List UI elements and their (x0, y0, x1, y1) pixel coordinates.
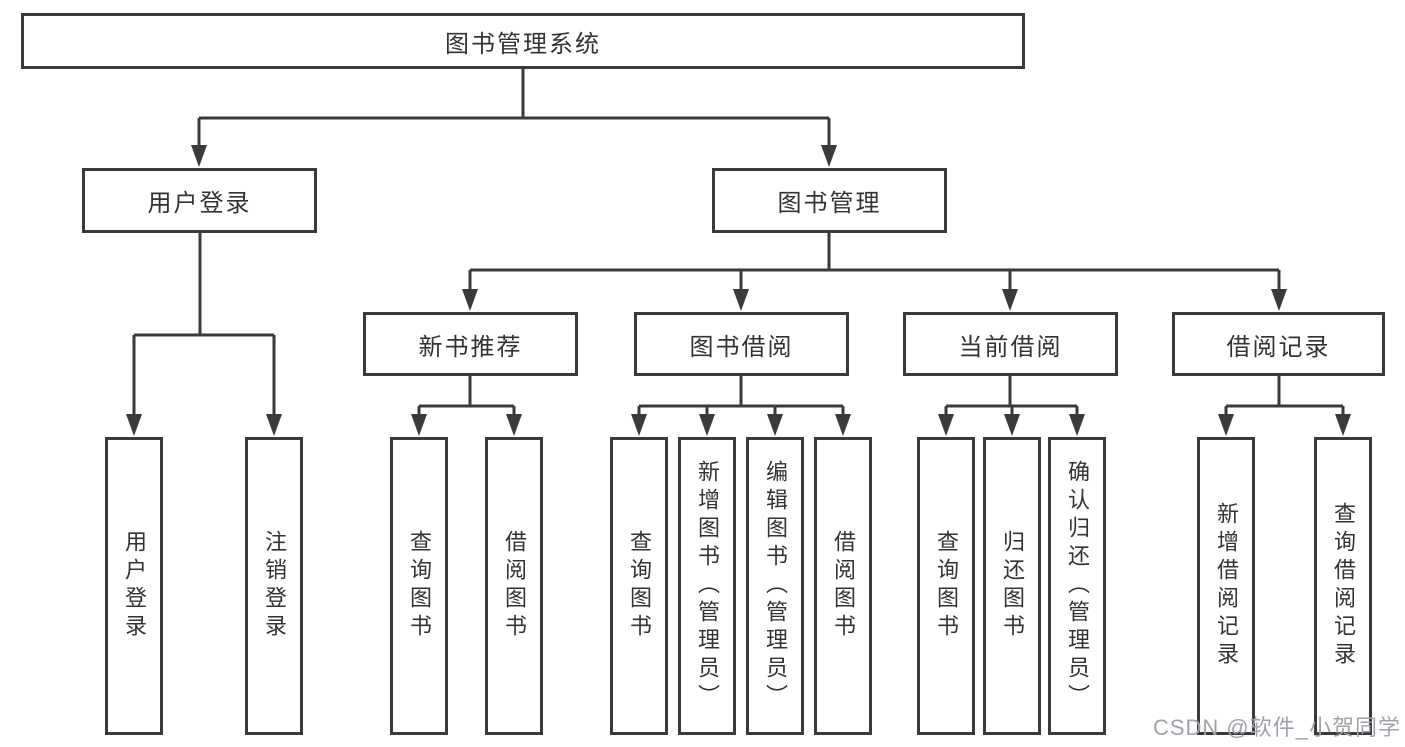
arrow-icon (835, 414, 851, 436)
node-current-borrow: 当前借阅 (903, 312, 1118, 376)
node-new-book-recommend: 新书推荐 (363, 312, 578, 376)
arrow-icon (1069, 414, 1085, 436)
leaf-newbook-borrow-book: 借阅图书 (485, 437, 543, 735)
leaf-borrow-borrow-book: 借阅图书 (814, 437, 872, 735)
leaf-borrow-edit-book-admin-label: 编辑图书（管理员） (763, 460, 788, 712)
node-borrow-record: 借阅记录 (1172, 312, 1385, 376)
node-user-login-label: 用户登录 (147, 190, 252, 217)
connector-bookmgmt-to-level3 (468, 233, 1281, 296)
connector-borrowrecord-to-leaves (1224, 376, 1345, 421)
connector-currentborrow-to-leaves (944, 376, 1079, 421)
node-new-book-recommend-label: 新书推荐 (418, 333, 523, 361)
leaf-current-query-book: 查询图书 (917, 437, 975, 735)
node-user-login: 用户登录 (82, 168, 317, 233)
leaf-borrow-borrow-book-label: 借阅图书 (831, 530, 856, 642)
arrow-icon (462, 289, 478, 311)
watermark: CSDN @软件_小贺同学 (1152, 715, 1401, 740)
node-root-label: 图书管理系统 (445, 30, 601, 58)
arrow-icon (1271, 289, 1287, 311)
leaf-newbook-query-book: 查询图书 (390, 437, 448, 735)
arrow-icon (191, 145, 207, 167)
node-borrow-record-label: 借阅记录 (1226, 333, 1331, 361)
leaf-borrow-add-book-admin-label: 新增图书（管理员） (695, 460, 720, 712)
leaf-current-return-book: 归还图书 (983, 437, 1041, 735)
node-current-borrow-label: 当前借阅 (958, 333, 1063, 361)
arrow-icon (1004, 414, 1020, 436)
node-book-management: 图书管理 (712, 168, 947, 233)
arrow-icon (506, 414, 522, 436)
arrow-icon (767, 414, 783, 436)
leaf-record-query-record-label: 查询借阅记录 (1331, 502, 1356, 670)
arrow-icon (733, 289, 749, 311)
leaf-logout-label: 注销登录 (262, 530, 287, 642)
leaf-borrow-query-book: 查询图书 (610, 437, 668, 735)
connector-newbook-to-leaves (417, 376, 516, 421)
leaf-current-confirm-return-admin: 确认归还（管理员） (1048, 437, 1106, 735)
leaf-newbook-borrow-book-label: 借阅图书 (502, 530, 527, 642)
arrow-icon (266, 414, 282, 436)
arrow-icon (411, 414, 427, 436)
connector-userlogin-to-leaves (132, 233, 276, 421)
arrow-icon (126, 414, 142, 436)
leaf-newbook-query-book-label: 查询图书 (407, 530, 432, 642)
arrow-icon (1218, 414, 1234, 436)
leaf-record-query-record: 查询借阅记录 (1314, 437, 1372, 735)
leaf-current-query-book-label: 查询图书 (934, 530, 959, 642)
connector-root-to-level2 (197, 69, 831, 152)
node-root: 图书管理系统 (21, 13, 1025, 69)
leaf-borrow-add-book-admin: 新增图书（管理员） (678, 437, 736, 735)
arrow-icon (631, 414, 647, 436)
arrow-icon (938, 414, 954, 436)
leaf-borrow-edit-book-admin: 编辑图书（管理员） (746, 437, 804, 735)
arrow-icon (1002, 289, 1018, 311)
leaf-borrow-query-book-label: 查询图书 (627, 530, 652, 642)
leaf-user-login: 用户登录 (105, 437, 163, 735)
leaf-record-add-record: 新增借阅记录 (1197, 437, 1255, 735)
arrow-icon (821, 145, 837, 167)
arrow-icon (1335, 414, 1351, 436)
leaf-current-confirm-return-admin-label: 确认归还（管理员） (1065, 460, 1090, 712)
arrow-icon (699, 414, 715, 436)
connector-bookborrow-to-leaves (637, 376, 845, 421)
leaf-record-add-record-label: 新增借阅记录 (1214, 502, 1239, 670)
node-book-management-label: 图书管理 (777, 190, 882, 217)
leaf-user-login-label: 用户登录 (122, 530, 147, 642)
node-book-borrow: 图书借阅 (634, 312, 849, 376)
leaf-logout: 注销登录 (245, 437, 303, 735)
leaf-current-return-book-label: 归还图书 (1000, 530, 1025, 642)
node-book-borrow-label: 图书借阅 (689, 333, 794, 361)
